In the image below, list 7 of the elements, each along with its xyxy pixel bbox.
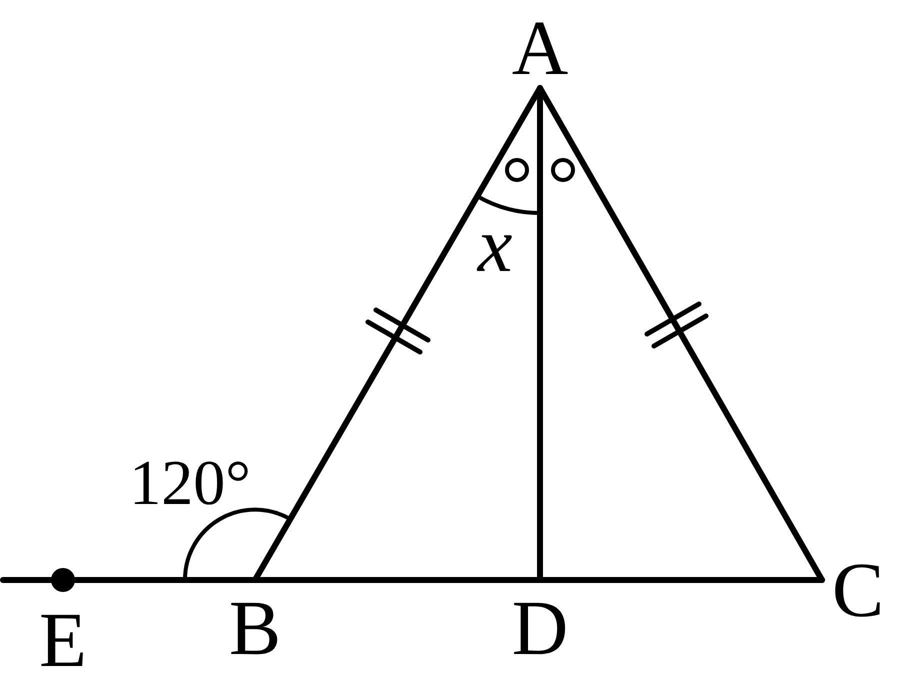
vertex-label: B xyxy=(228,589,282,667)
angle-label: x xyxy=(478,206,512,284)
point-label: E xyxy=(39,601,87,679)
angle-label: 120° xyxy=(129,451,251,515)
point-label: D xyxy=(512,589,568,667)
vertex-label: C xyxy=(832,551,884,629)
vertex-label: A xyxy=(512,9,568,87)
